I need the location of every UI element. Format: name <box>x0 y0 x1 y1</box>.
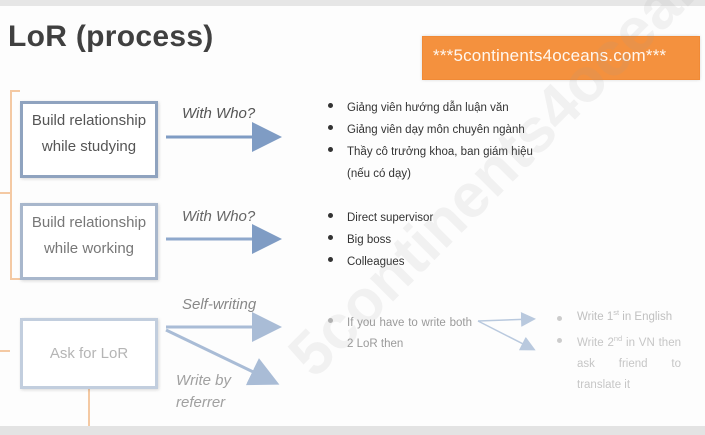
option-write-first: Write 1st in English <box>577 308 673 323</box>
list-item-continuation: (nếu có dạy) <box>347 168 411 180</box>
option-second-sup: nd <box>613 334 623 344</box>
bullet-dot <box>328 318 333 323</box>
list-item: Thầy cô trưởng khoa, ban giám hiệu <box>325 141 585 163</box>
label-self-writing: Self-writing <box>182 296 257 313</box>
option-second-post: in VN then ask friend to translate it <box>577 337 681 391</box>
option-second-pre: Write 2 <box>577 337 614 349</box>
step-box-working-line2: while working <box>43 240 135 257</box>
step-box-studying: Build relationship while studying <box>20 101 158 178</box>
bottom-rule <box>0 426 705 435</box>
website-banner: ***5continents4oceans.com*** <box>422 36 700 80</box>
label-write-by-referrer: Write by referrer <box>176 372 232 411</box>
list-item: Giảng viên hướng dẫn luận văn <box>325 97 585 119</box>
left-bracket <box>10 90 20 280</box>
banner-text: ***5continents4oceans.com*** <box>433 46 667 65</box>
working-contacts-list: Direct supervisor Big boss Colleagues <box>325 207 525 273</box>
list-item: Big boss <box>325 229 525 251</box>
arrow-option-second <box>477 320 536 351</box>
bottom-connector <box>0 350 10 352</box>
slide-title: LoR (process) <box>8 20 214 53</box>
bullet-dot <box>557 316 562 321</box>
bracket-connector <box>0 192 12 194</box>
label-with-who-studying: With Who? <box>182 105 256 122</box>
list-item: Giảng viên dạy môn chuyên ngành <box>325 119 585 141</box>
option-write-second: Write 2nd in VN then ask friend to trans… <box>577 333 681 396</box>
bottom-stem <box>88 386 90 426</box>
arrow-write-by-referrer <box>165 328 280 386</box>
top-rule <box>0 0 705 6</box>
self-writing-question: If you have to write both 2 LoR then <box>347 317 472 350</box>
step-box-studying-line1: Build relationship <box>31 112 147 129</box>
option-first-pre: Write 1 <box>577 311 614 323</box>
step-box-working: Build relationship while working <box>20 203 158 280</box>
step-box-studying-line2: while studying <box>41 138 137 155</box>
option-first-post: in English <box>619 311 673 323</box>
arrow-option-first <box>477 311 536 327</box>
bullet-dot <box>557 338 562 343</box>
list-item: Colleagues <box>325 251 525 273</box>
label-with-who-working: With Who? <box>182 208 256 225</box>
step-box-working-line1: Build relationship <box>31 214 147 231</box>
step-box-ask-lor: Ask for LoR <box>20 318 158 389</box>
option-first-sup: st <box>613 308 620 318</box>
studying-contacts-list: Giảng viên hướng dẫn luận văn Giảng viên… <box>325 97 585 185</box>
list-item: Direct supervisor <box>325 207 525 229</box>
step-box-ask-lor-label: Ask for LoR <box>49 345 129 362</box>
